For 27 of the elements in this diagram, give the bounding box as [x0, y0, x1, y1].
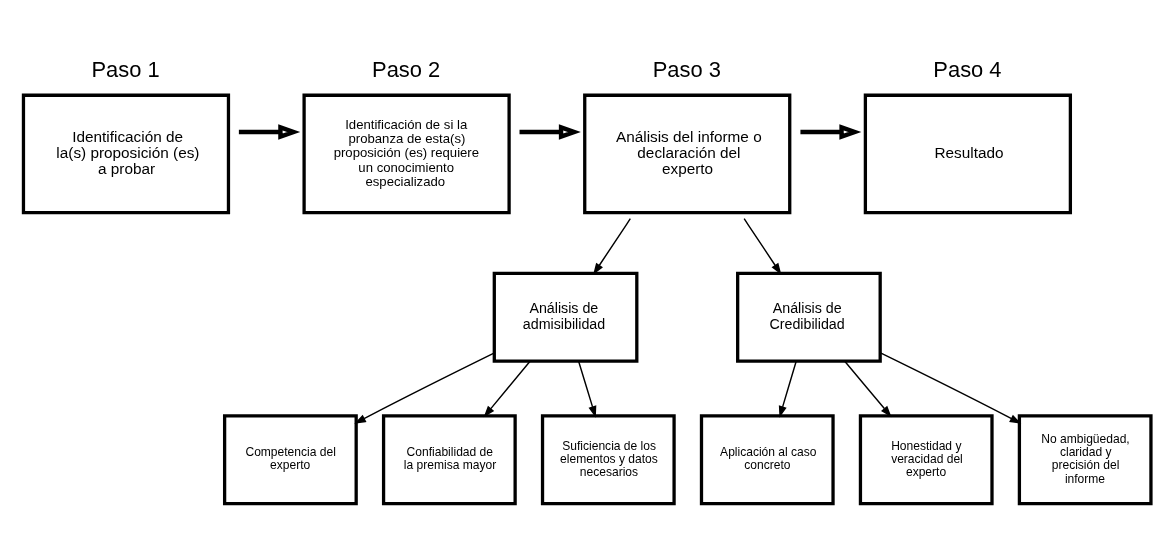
node-box: Confiabilidad de la premisa mayor	[381, 414, 517, 506]
arrow	[354, 352, 495, 424]
arrow	[778, 360, 797, 418]
arrow	[238, 124, 301, 140]
node-box: Suficiencia de los elementos y datos necesarios	[540, 414, 676, 506]
node-box: No ambigüedad, claridad y precisión del informe	[1017, 414, 1153, 506]
node-box: Identificación de si la probanza de esta(s) proposición (es) requiere un conocimiento especializado	[302, 93, 511, 215]
node-box: Resultado	[863, 93, 1073, 215]
arrow	[519, 124, 581, 140]
node-box: Aplicación al caso concreto	[699, 414, 835, 506]
arrow	[800, 124, 862, 140]
node-box: Análisis de Credibilidad	[736, 271, 882, 363]
node-box: Competencia del experto	[222, 414, 358, 506]
node-box: Honestidad y veracidad del experto	[858, 414, 994, 506]
arrow	[743, 218, 782, 275]
arrow	[577, 360, 597, 418]
node-box: Análisis del informe o declaración del experto	[583, 93, 792, 215]
node-label: Paso 4	[933, 57, 1002, 83]
node-box: Identificación de la(s) proposición (es) a probar	[21, 93, 231, 215]
arrow	[844, 360, 892, 418]
node-label: Paso 1	[91, 57, 160, 83]
node-box: Análisis de admisibilidad	[492, 271, 639, 363]
arrow	[593, 218, 632, 275]
arrow	[483, 360, 531, 418]
node-label: Paso 2	[372, 57, 441, 83]
node-label: Paso 3	[652, 57, 721, 83]
arrow	[879, 352, 1022, 424]
